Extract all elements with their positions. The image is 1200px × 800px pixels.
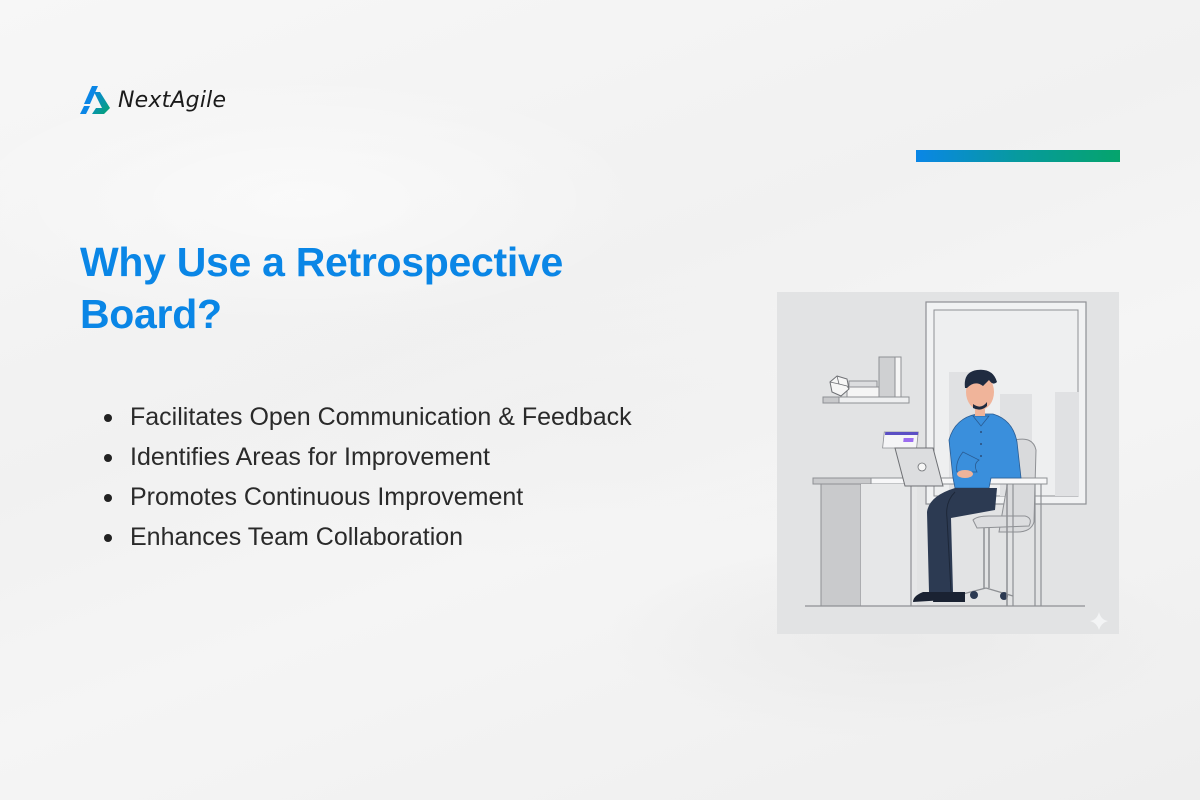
bullet-icon [104, 414, 112, 422]
benefits-list: Facilitates Open Communication & Feedbac… [104, 397, 632, 557]
nextagile-logo-icon [80, 84, 112, 116]
title-line-1: Why Use a Retrospective [80, 239, 563, 285]
list-item: Enhances Team Collaboration [104, 517, 632, 557]
list-item: Promotes Continuous Improvement [104, 477, 632, 517]
list-item-label: Enhances Team Collaboration [130, 523, 464, 551]
brand-name: NextAgile [118, 87, 227, 113]
bullet-icon [104, 534, 112, 542]
accent-gradient-bar [916, 150, 1120, 162]
brand-logo: NextAgile [80, 84, 226, 116]
page-title: Why Use a Retrospective Board? [80, 236, 720, 340]
bullet-icon [104, 454, 112, 462]
list-item-label: Promotes Continuous Improvement [130, 483, 524, 511]
sparkle-icon [1090, 612, 1108, 630]
person-at-desk-illustration [777, 292, 1119, 634]
list-item: Identifies Areas for Improvement [104, 437, 632, 477]
bullet-icon [104, 494, 112, 502]
title-line-2: Board? [80, 291, 222, 337]
list-item-label: Identifies Areas for Improvement [130, 443, 490, 471]
list-item-label: Facilitates Open Communication & Feedbac… [130, 403, 632, 431]
list-item: Facilitates Open Communication & Feedbac… [104, 397, 632, 437]
